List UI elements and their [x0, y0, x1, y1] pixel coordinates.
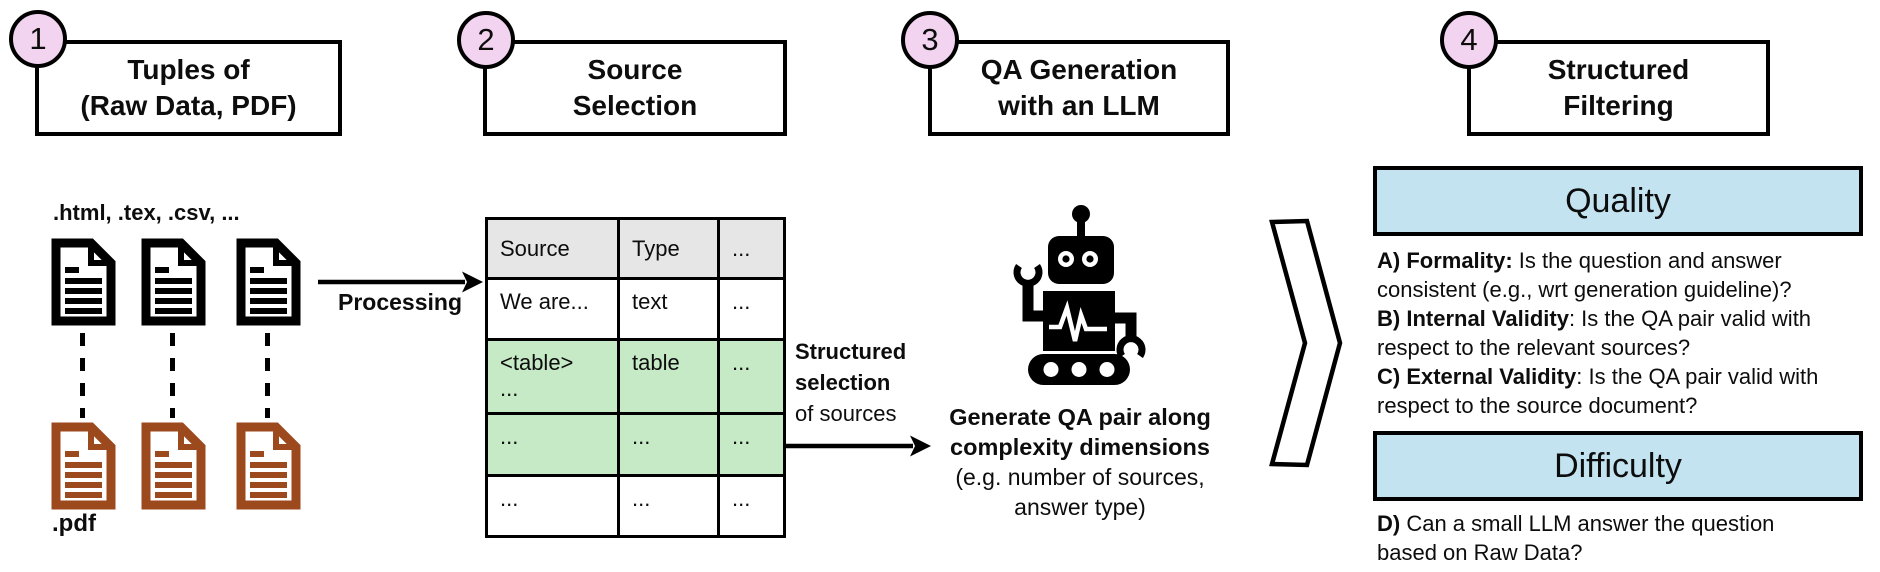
table-cell: ...: [617, 474, 720, 538]
pdf-label: .pdf: [52, 510, 96, 537]
selection-note: Structured selection of sources: [795, 336, 955, 429]
criterion-c: C) External Validity: Is the QA pair val…: [1377, 362, 1863, 420]
criterion-c-label: C) External Validity: [1377, 364, 1577, 389]
dashed-connector: [80, 333, 85, 418]
table-row: ... ... ...: [485, 474, 786, 538]
step-2-badge: 2: [457, 11, 515, 69]
dashed-connector: [170, 333, 175, 418]
step-4-title: Structured Filtering: [1467, 40, 1770, 136]
step-3-title: QA Generation with an LLM: [928, 40, 1230, 136]
table-cell: ...: [717, 412, 786, 477]
table-cell: ...: [617, 412, 720, 477]
processing-label: Processing: [338, 289, 462, 315]
table-header: Source: [485, 217, 620, 280]
criterion-d-label: D): [1377, 511, 1401, 536]
step-1-badge: 1: [9, 10, 67, 68]
robot-icon: [1003, 204, 1153, 391]
quality-panel: Quality: [1373, 166, 1863, 236]
step-4-badge: 4: [1440, 11, 1498, 69]
qa-note-regular: (e.g. number of sources, answer type): [955, 464, 1205, 520]
table-cell: <table> ...: [485, 338, 620, 415]
criterion-a: A) Formality: Is the question and answer…: [1377, 246, 1863, 304]
pdf-document-icon: [235, 422, 302, 510]
pdf-document-icon: [50, 422, 117, 510]
table-header: ...: [717, 217, 786, 280]
criterion-a-label: A) Formality:: [1377, 248, 1513, 273]
source-table: Source Type ... We are... text ... <tabl…: [485, 217, 786, 538]
document-icon: [140, 238, 207, 326]
document-icon: [235, 238, 302, 326]
table-cell: ...: [717, 338, 786, 415]
criterion-b-text: : Is the QA pair valid with respect to t…: [1377, 306, 1812, 360]
selection-note-bold: Structured selection: [795, 339, 907, 395]
quality-criteria: A) Formality: Is the question and answer…: [1377, 246, 1863, 420]
table-cell: ...: [717, 474, 786, 538]
step-2-title: Source Selection: [483, 40, 787, 136]
criterion-a-text: Is the question and answer consistent (e…: [1377, 248, 1792, 302]
criterion-d: D) Can a small LLM answer the question b…: [1377, 509, 1827, 567]
table-header-row: Source Type ...: [485, 217, 786, 280]
criterion-b-label: B) Internal Validity: [1377, 306, 1569, 331]
table-cell: text: [617, 277, 720, 341]
step-1-title: Tuples of (Raw Data, PDF): [35, 40, 342, 136]
document-icon: [50, 238, 117, 326]
table-cell: ...: [717, 277, 786, 341]
table-row-selected: ... ... ...: [485, 412, 786, 477]
criterion-b: B) Internal Validity: Is the QA pair val…: [1377, 304, 1863, 362]
qa-generation-note: Generate QA pair along complexity dimens…: [928, 402, 1232, 522]
quality-panel-title: Quality: [1565, 181, 1671, 220]
table-row-selected: <table> ... table ...: [485, 338, 786, 415]
table-header: Type: [617, 217, 720, 280]
selection-arrow: [786, 435, 931, 457]
difficulty-panel-title: Difficulty: [1554, 446, 1682, 485]
processing-arrow: [318, 271, 483, 293]
table-cell: ...: [485, 412, 620, 477]
selection-note-regular: of sources: [795, 401, 897, 426]
chevron-right-shape: [1269, 218, 1343, 468]
difficulty-criteria: D) Can a small LLM answer the question b…: [1377, 509, 1827, 567]
difficulty-panel: Difficulty: [1373, 431, 1863, 501]
pdf-document-icon: [140, 422, 207, 510]
table-cell: We are...: [485, 277, 620, 341]
criterion-c-text: : Is the QA pair valid with respect to t…: [1377, 364, 1819, 418]
step-3-badge: 3: [901, 11, 959, 69]
raw-formats-label: .html, .tex, .csv, ...: [53, 200, 240, 225]
criterion-d-text: Can a small LLM answer the question base…: [1377, 511, 1775, 565]
table-row: We are... text ...: [485, 277, 786, 341]
table-cell: ...: [485, 474, 620, 538]
dashed-connector: [265, 333, 270, 418]
qa-note-bold: Generate QA pair along complexity dimens…: [949, 404, 1211, 460]
table-cell: table: [617, 338, 720, 415]
